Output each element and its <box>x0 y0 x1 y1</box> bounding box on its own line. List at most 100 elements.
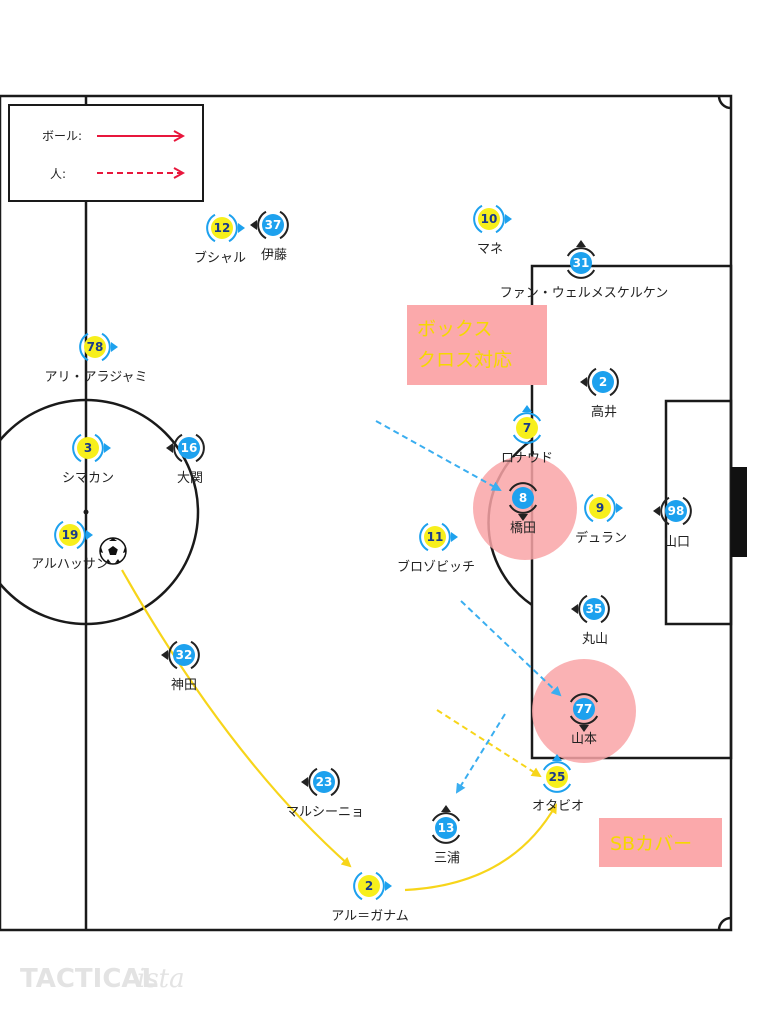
player-ring <box>584 493 616 523</box>
player-ring <box>353 871 385 901</box>
player-disc <box>173 644 195 666</box>
corner-arc-bottom <box>717 916 732 931</box>
player-number: 2 <box>365 879 373 893</box>
facing-arrow-icon <box>385 881 392 891</box>
player-yellow-3[interactable]: 3 <box>72 433 111 463</box>
legend-box <box>8 104 204 202</box>
player-ring <box>508 482 538 514</box>
player-number: 12 <box>214 221 231 235</box>
zone-box-cross-line1: ボックス <box>417 318 492 340</box>
player-yellow-9[interactable]: 9 <box>584 493 623 523</box>
player-label: 丸山 <box>582 632 608 647</box>
player-disc <box>435 817 457 839</box>
player-ring <box>578 594 610 624</box>
player-yellow-7[interactable]: 7 <box>512 405 542 444</box>
player-ring <box>54 520 86 550</box>
player-yellow-12[interactable]: 12 <box>206 213 245 243</box>
player-number: 37 <box>265 218 282 232</box>
player-disc <box>262 214 284 236</box>
player-disc <box>583 598 605 620</box>
zone-sb-cover-bg <box>599 818 722 867</box>
facing-arrow-icon <box>571 604 578 614</box>
player-blue-23[interactable]: 23 <box>301 767 340 797</box>
player-disc <box>573 698 595 720</box>
goal <box>731 467 747 557</box>
player-number: 35 <box>586 602 603 616</box>
player-blue-37[interactable]: 37 <box>250 210 289 240</box>
corner-arc-top <box>717 95 732 110</box>
player-blue-16[interactable]: 16 <box>166 433 205 463</box>
player-blue-98[interactable]: 98 <box>653 496 692 526</box>
legend-ball-label: ボール: <box>42 129 82 143</box>
pitch <box>0 94 733 932</box>
soccer-ball-icon <box>99 537 127 565</box>
player-disc <box>424 526 446 548</box>
player-disc <box>59 524 81 546</box>
player-label: アルハッサン <box>31 557 109 572</box>
player-ring <box>308 767 340 797</box>
player-ring <box>168 640 200 670</box>
facing-arrow-icon <box>451 532 458 542</box>
person-arrow-miura <box>455 713 506 794</box>
facing-arrow-icon <box>86 530 93 540</box>
person-arrow-hashida <box>375 420 502 491</box>
facing-arrow-icon <box>518 514 528 521</box>
player-number: 25 <box>549 770 566 784</box>
player-label: アル＝ガナム <box>331 909 408 924</box>
player-number: 8 <box>519 491 527 505</box>
player-blue-2[interactable]: 2 <box>580 367 619 397</box>
player-yellow-10[interactable]: 10 <box>473 204 512 234</box>
player-number: 23 <box>316 775 333 789</box>
player-disc <box>84 336 106 358</box>
brand-logo: TACTICAL ista <box>20 964 185 994</box>
run-arrow-otavio <box>436 709 542 778</box>
player-label: ブシャル <box>194 250 246 266</box>
player-yellow-19[interactable]: 19 <box>54 520 93 550</box>
brand-bold: TACTICAL <box>20 964 158 994</box>
zone-sb-cover: SBカバー <box>599 818 722 867</box>
player-blue-35[interactable]: 35 <box>571 594 610 624</box>
player-yellow-78[interactable]: 78 <box>79 332 118 362</box>
player-label: 大関 <box>177 471 203 486</box>
facing-arrow-icon <box>111 342 118 352</box>
player-label: 神田 <box>171 678 197 693</box>
ball-pass-arrow-1 <box>121 569 352 868</box>
player-yellow-2[interactable]: 2 <box>353 871 392 901</box>
player-blue-32[interactable]: 32 <box>161 640 200 670</box>
player-number: 3 <box>84 441 92 455</box>
player-disc <box>516 417 538 439</box>
player-ring <box>173 433 205 463</box>
player-label: ファン・ウェルメスケルケン <box>500 286 669 301</box>
zone-box-cross-bg <box>407 305 547 385</box>
player-number: 2 <box>599 375 607 389</box>
facing-arrow-icon <box>238 223 245 233</box>
player-ring <box>569 693 599 725</box>
player-disc <box>592 371 614 393</box>
facing-arrow-icon <box>522 405 532 412</box>
facing-arrow-icon <box>653 506 660 516</box>
player-label: 三浦 <box>434 851 460 866</box>
player-number: 9 <box>596 501 604 515</box>
player-ring <box>473 204 505 234</box>
player-blue-8[interactable]: 8 <box>508 482 538 521</box>
brand-italic: ista <box>137 964 185 994</box>
player-ring <box>206 213 238 243</box>
facing-arrow-icon <box>552 754 562 761</box>
player-disc <box>77 437 99 459</box>
player-number: 10 <box>481 212 498 226</box>
player-ring <box>431 812 461 844</box>
player-blue-13[interactable]: 13 <box>431 805 461 844</box>
player-label: デュラン <box>575 530 627 546</box>
ball-pass-arrow-2 <box>404 803 557 892</box>
player-blue-31[interactable]: 31 <box>566 240 596 279</box>
player-disc <box>211 217 233 239</box>
facing-arrow-icon <box>616 503 623 513</box>
person-arrow-yamamoto <box>460 600 562 697</box>
pitch-outline <box>0 94 733 932</box>
player-yellow-25[interactable]: 25 <box>542 754 572 793</box>
facing-arrow-icon <box>161 650 168 660</box>
player-blue-77[interactable]: 77 <box>569 693 599 732</box>
facing-arrow-icon <box>301 777 308 787</box>
player-yellow-11[interactable]: 11 <box>419 522 458 552</box>
